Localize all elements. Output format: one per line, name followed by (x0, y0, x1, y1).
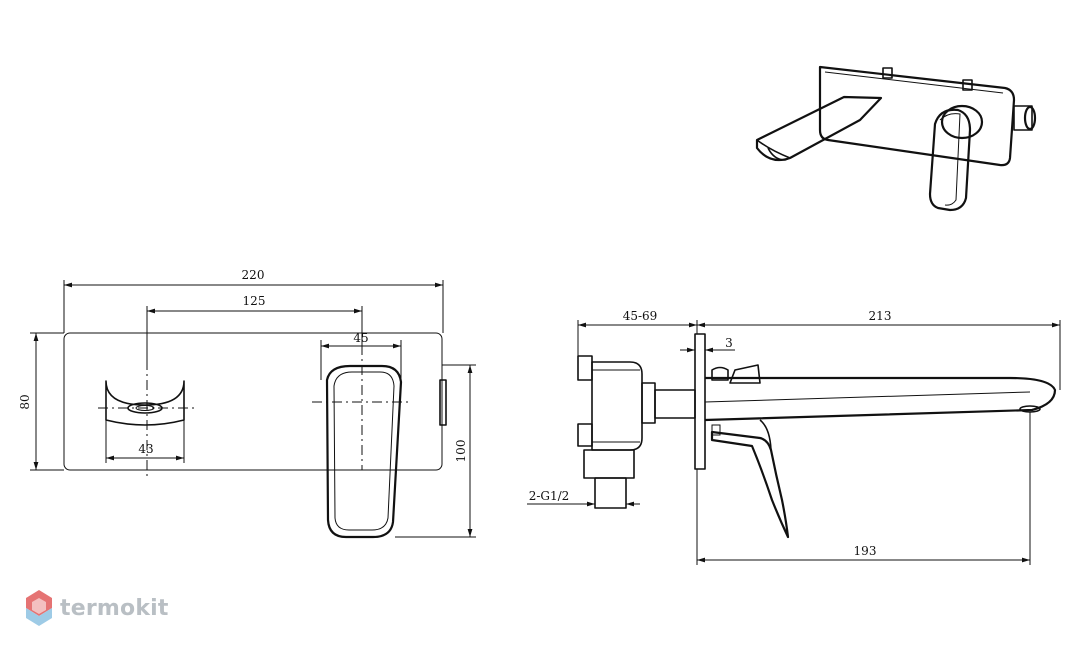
front-plate (63, 332, 443, 471)
brand-logo-icon (26, 590, 52, 626)
dim-outlet-width: 43 (138, 442, 153, 456)
concealed-body (577, 355, 696, 509)
side-view: 45-69 213 3 2-G1/2 193 (527, 309, 1061, 565)
front-view: 220 125 45 80 43 100 (18, 268, 476, 539)
spout-profile (704, 376, 1057, 422)
dim-depth-range: 45-69 (623, 309, 658, 323)
isometric-view (755, 65, 1037, 212)
lever-profile (710, 430, 790, 539)
dim-plate-thickness: 3 (725, 336, 733, 350)
brand-name: termokit (60, 595, 169, 621)
iso-spout (755, 95, 883, 162)
outlet-opening (105, 380, 185, 426)
dim-total-width: 220 (242, 268, 265, 282)
iso-plate (818, 65, 1016, 167)
dim-total-height: 100 (454, 440, 468, 463)
dim-plate-height: 80 (18, 394, 32, 409)
lever-handle (325, 364, 403, 539)
dim-thread: 2-G1/2 (529, 489, 570, 503)
wall-plate-profile (694, 333, 706, 470)
dim-spout-reach: 213 (869, 309, 892, 323)
dim-lever-width: 45 (353, 331, 368, 345)
dim-spout-length: 193 (854, 544, 877, 558)
iso-lever (928, 108, 972, 212)
dim-centers: 125 (243, 294, 266, 308)
side-knob (439, 379, 447, 426)
brand-watermark: termokit (24, 588, 169, 628)
